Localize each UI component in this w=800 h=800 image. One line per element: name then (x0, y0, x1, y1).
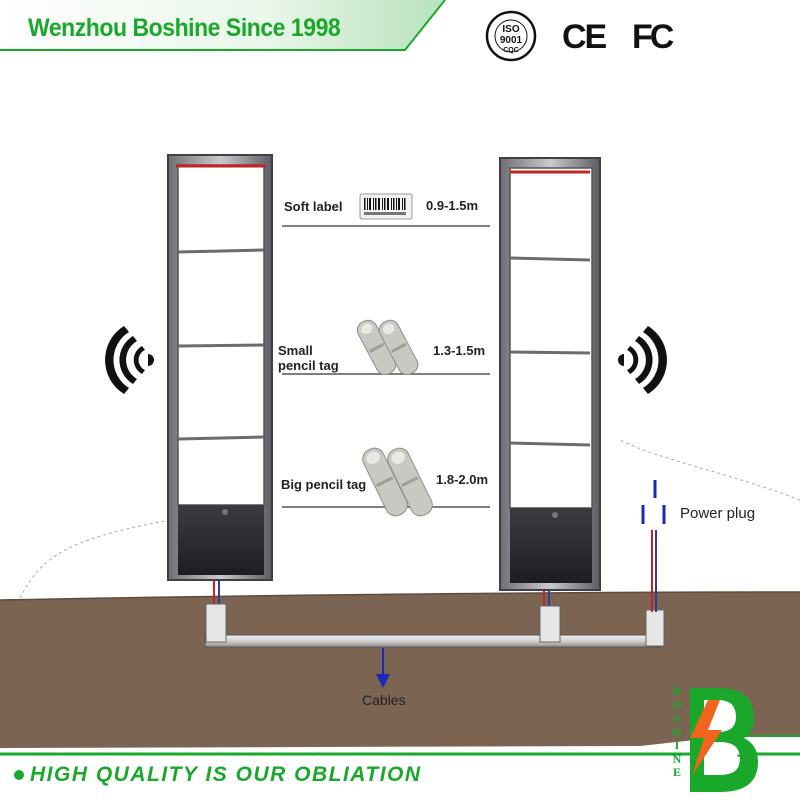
big-pencil-tag-range: 1.8-2.0m (436, 472, 489, 487)
signal-left-icon (105, 326, 154, 394)
header-banner (0, 0, 445, 50)
antenna-right (499, 157, 601, 608)
iso-label: ISO 9001 CQC (495, 24, 527, 55)
fcc-mark: FC (632, 18, 674, 56)
footer-tagline-text: HIGH QUALITY IS OUR OBLIATION (30, 763, 422, 786)
soft-label-label: Soft label (284, 199, 343, 214)
antenna-left (167, 154, 273, 606)
cables-arrow-icon (376, 648, 390, 688)
small-pencil-tag-label: Small pencil tag (278, 343, 339, 373)
lightning-bolt-icon (690, 700, 722, 776)
ce-mark: CE (562, 18, 607, 56)
iso-sub-text: CQC (503, 47, 519, 54)
brand-cn-char-2: 讯 (737, 749, 754, 769)
boshine-logo (690, 688, 758, 792)
soft-label-range: 0.9-1.5m (426, 198, 479, 213)
company-title: Wenzhou Boshine Since 1998 (28, 14, 341, 42)
barcode-label-icon (359, 193, 413, 220)
power-plug-label: Power plug (680, 505, 756, 522)
power-plug-icon (641, 480, 666, 524)
cables-label: Cables (362, 692, 406, 708)
big-pencil-tag-icon (362, 447, 433, 517)
footer-tagline: HIGH QUALITY IS OUR OBLIATION (14, 763, 422, 787)
big-pencil-tag-label: Big pencil tag (281, 477, 367, 492)
small-pencil-tag-range: 1.3-1.5m (433, 343, 486, 358)
iso-number-text: 9001 (499, 35, 523, 46)
ground-layer (0, 592, 800, 748)
iso-9001-seal-icon (485, 10, 537, 62)
signal-right-icon (618, 326, 667, 394)
iso-label-text: ISO (502, 24, 520, 35)
small-pencil-tag-icon (356, 319, 419, 375)
cable-pipes (204, 530, 665, 648)
brand-cn-char-1: 波 (737, 711, 754, 731)
bullet-icon (14, 770, 24, 781)
